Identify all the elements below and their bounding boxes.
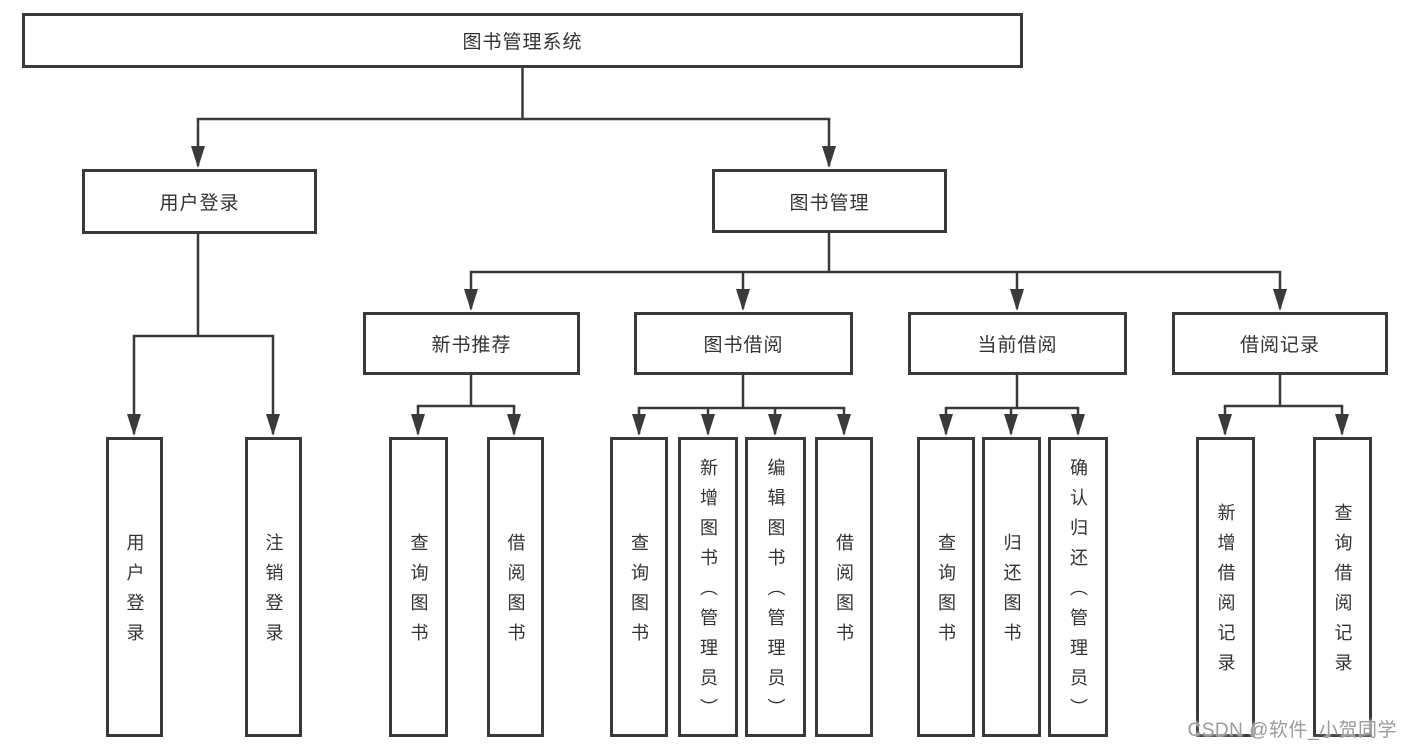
node-book-management: 图书管理 <box>712 169 947 233</box>
leaf-add-borrow-record: 新增借阅记录 <box>1196 437 1255 737</box>
leaf-logout: 注销登录 <box>245 437 302 737</box>
node-user-login: 用户登录 <box>82 169 317 234</box>
leaf-query-books: 查询图书 <box>917 437 975 737</box>
node-new-book-recommend: 新书推荐 <box>363 312 580 375</box>
arrowheads <box>127 146 1349 436</box>
leaf-borrow-books: 借阅图书 <box>487 437 544 737</box>
node-borrow-records: 借阅记录 <box>1172 312 1388 375</box>
leaf-query-books: 查询图书 <box>610 437 668 737</box>
watermark: CSDN @软件_小贺同学 <box>1187 720 1397 741</box>
node-book-borrowing: 图书借阅 <box>634 312 853 375</box>
leaf-query-borrow-record: 查询借阅记录 <box>1313 437 1372 737</box>
leaf-edit-books-admin: 编辑图书（管理员） <box>745 437 806 737</box>
node-current-borrowing: 当前借阅 <box>908 312 1127 375</box>
leaf-borrow-books: 借阅图书 <box>815 437 873 737</box>
leaf-user-login: 用户登录 <box>106 437 163 737</box>
leaf-query-books: 查询图书 <box>389 437 448 737</box>
leaf-add-books-admin: 新增图书（管理员） <box>678 437 738 737</box>
node-root: 图书管理系统 <box>22 13 1023 68</box>
leaf-confirm-return-admin: 确认归还（管理员） <box>1048 437 1108 737</box>
leaf-return-books: 归还图书 <box>982 437 1041 737</box>
